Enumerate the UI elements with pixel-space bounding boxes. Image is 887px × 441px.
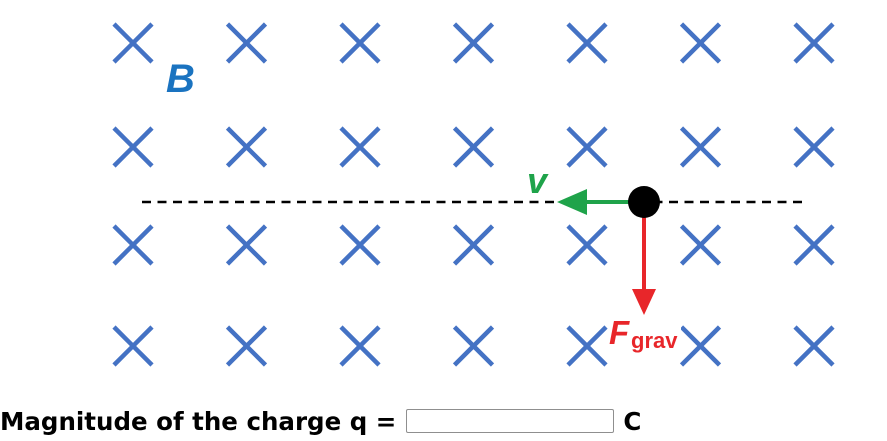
field-into-page-icon [225,325,268,367]
field-into-page-icon [793,224,835,266]
field-into-page-icon [452,126,495,168]
field-into-page-icon [112,22,154,64]
magnetic-field-grid [112,22,835,367]
field-into-page-icon [339,224,381,266]
gravity-force-label: F grav [609,314,681,353]
field-into-page-icon [112,224,154,266]
field-into-page-icon [339,126,381,168]
force-label-f: F [609,314,630,351]
charge-question: Magnitude of the charge q = C [0,402,641,440]
field-label-b: B [166,57,195,101]
field-into-page-icon [679,22,722,64]
field-into-page-icon [225,126,268,168]
field-into-page-icon [679,126,722,168]
charge-magnitude-input[interactable] [406,409,615,433]
field-into-page-icon [452,22,495,64]
charged-particle [628,186,660,218]
force-label-subscript: grav [631,328,678,353]
question-prompt: Magnitude of the charge q = [0,406,397,436]
velocity-label: v [527,160,549,201]
field-into-page-icon [452,224,495,266]
field-into-page-icon [793,22,835,64]
field-into-page-icon [793,126,835,168]
field-into-page-icon [793,325,835,367]
field-into-page-icon [679,325,722,367]
field-into-page-icon [566,325,608,367]
field-into-page-icon [112,325,154,367]
field-into-page-icon [112,126,154,168]
field-into-page-icon [566,224,608,266]
field-into-page-icon [452,325,495,367]
field-into-page-icon [566,126,608,168]
field-into-page-icon [339,22,381,64]
field-into-page-icon [225,22,268,64]
field-into-page-icon [679,224,722,266]
charge-unit-label: C [623,406,642,436]
field-into-page-icon [566,22,608,64]
magnetic-field-diagram: B v F grav [112,22,835,367]
field-into-page-icon [225,224,268,266]
field-into-page-icon [339,325,381,367]
gravity-force-arrow [632,202,656,315]
